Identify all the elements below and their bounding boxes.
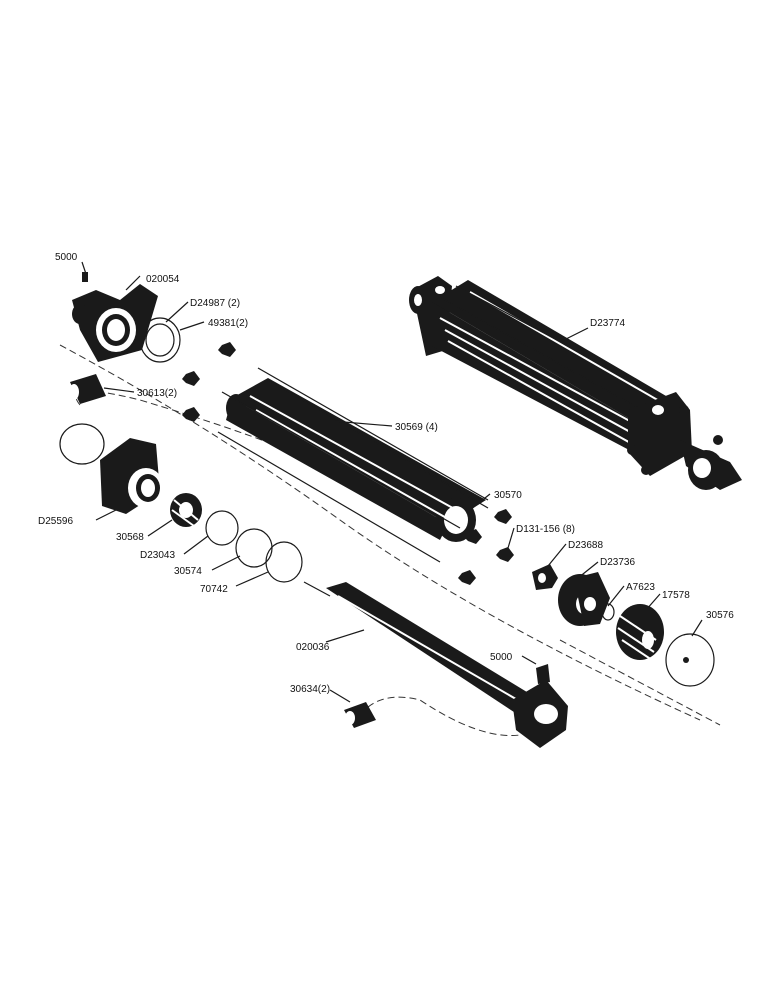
rod-nut-d23688	[532, 564, 558, 590]
tie-rods	[217, 367, 489, 563]
piston-rod	[303, 581, 568, 748]
label-d131-156: D131-156 (8)	[516, 524, 575, 535]
label-30574: 30574	[174, 566, 202, 577]
label-020036: 020036	[296, 642, 330, 653]
right-axis-line	[559, 639, 721, 726]
piston-d23736	[558, 572, 610, 626]
assembly-axis-line	[59, 344, 701, 721]
washers	[205, 510, 303, 583]
leader-lines	[81, 261, 703, 703]
label-d23774: D23774	[590, 318, 625, 329]
front-head	[59, 423, 164, 514]
label-70742: 70742	[200, 584, 228, 595]
label-30569: 30569 (4)	[395, 422, 438, 433]
label-d23688: D23688	[568, 540, 603, 551]
bushing-30634	[344, 702, 376, 728]
label-d25596: D25596	[38, 516, 73, 527]
label-d23043: D23043	[140, 550, 175, 561]
label-30576: 30576	[706, 610, 734, 621]
label-d23736: D23736	[600, 557, 635, 568]
lower-routing-line	[359, 696, 521, 737]
bushing-30613	[69, 374, 106, 404]
o-ring-a7623	[601, 603, 615, 621]
label-a7623: A7623	[626, 582, 655, 593]
rear-cap-seals	[139, 317, 181, 363]
label-17578: 17578	[662, 590, 690, 601]
label-49381: 49381(2)	[208, 318, 248, 329]
label-30634: 30634(2)	[290, 684, 330, 695]
rod-seal-30568	[170, 493, 202, 527]
label-020054: 020054	[146, 274, 180, 285]
label-30613: 30613(2)	[137, 388, 177, 399]
label-5000-lower: 5000	[490, 652, 513, 663]
tie-rod-nuts	[182, 342, 514, 585]
end-cap-30576	[665, 633, 715, 687]
label-30570: 30570	[494, 490, 522, 501]
label-d24987: D24987 (2)	[190, 298, 240, 309]
piston-seal-17578	[616, 604, 664, 661]
assembled-cylinder	[409, 276, 742, 490]
label-5000-upper: 5000	[55, 252, 78, 263]
cylinder-tube	[226, 378, 486, 542]
label-30568: 30568	[116, 532, 144, 543]
rear-cap	[72, 272, 158, 362]
